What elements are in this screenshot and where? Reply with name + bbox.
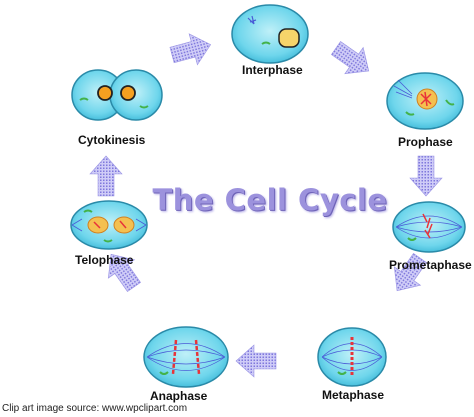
metaphase-cell xyxy=(317,327,387,387)
label-cytokinesis: Cytokinesis xyxy=(78,133,146,147)
label-anaphase: Anaphase xyxy=(150,389,208,403)
prometaphase-cell xyxy=(392,201,466,253)
arrow-prometaphase-to-metaphase xyxy=(383,248,434,301)
label-telophase: Telophase xyxy=(75,253,134,267)
label-prophase: Prophase xyxy=(398,135,453,149)
label-interphase: Interphase xyxy=(242,63,303,77)
cytokinesis-cells xyxy=(71,69,163,121)
interphase-cell xyxy=(231,4,309,64)
arrow-metaphase-to-anaphase xyxy=(235,344,277,378)
arrow-prophase-to-prometaphase xyxy=(409,155,443,197)
arrow-telophase-to-cytokinesis xyxy=(89,155,123,197)
prophase-cell xyxy=(386,72,464,130)
arrow-interphase-to-prophase xyxy=(326,34,379,85)
diagram-title: The Cell Cycle xyxy=(152,183,388,217)
anaphase-cell xyxy=(143,326,229,388)
image-source-credit: Clip art image source: www.wpclipart.com xyxy=(2,403,188,414)
label-prometaphase: Prometaphase xyxy=(389,258,472,272)
telophase-cell xyxy=(70,200,148,250)
label-metaphase: Metaphase xyxy=(322,388,385,402)
arrow-cytokinesis-to-interphase xyxy=(167,28,216,71)
